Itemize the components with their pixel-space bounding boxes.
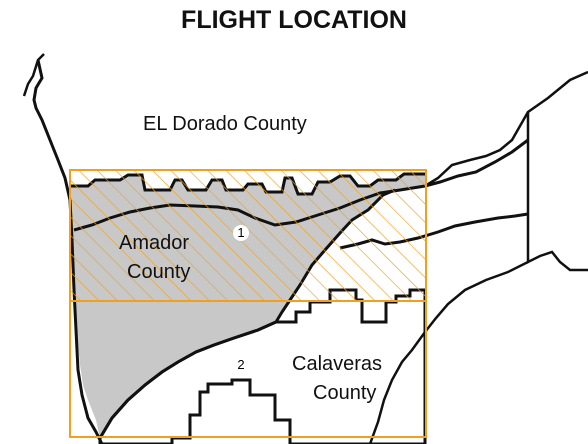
calaveras-county-label-line2: County xyxy=(313,382,377,404)
east-boundary xyxy=(424,70,588,188)
flight-area-2-marker: 2 xyxy=(233,357,249,373)
amador-county-label-line1: Amador xyxy=(119,232,190,254)
flight-area-1-marker: 1 xyxy=(233,225,249,241)
northwest-border xyxy=(22,53,45,97)
amador-county-label-line2: County xyxy=(127,261,191,283)
calaveras-county-label-line1: Calaveras xyxy=(292,353,383,375)
el-dorado-county-label: EL Dorado County xyxy=(143,113,307,135)
vertical-county-line xyxy=(526,112,588,272)
west-boundary xyxy=(32,59,104,444)
map-title: FLIGHT LOCATION xyxy=(181,6,407,34)
flight-area-2 xyxy=(69,300,427,438)
